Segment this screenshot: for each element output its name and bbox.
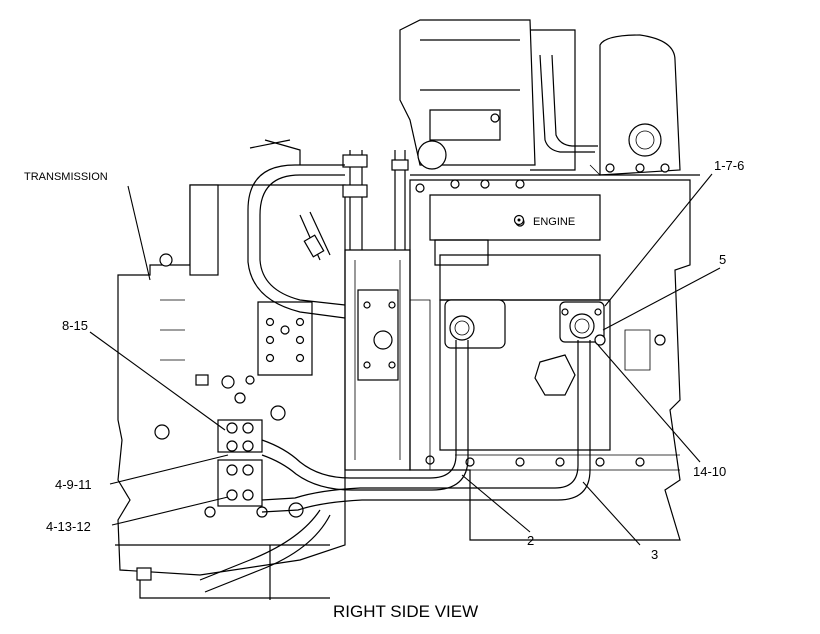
bell-housing <box>344 249 431 471</box>
upper-components <box>399 19 700 193</box>
leader-transmission <box>127 185 151 281</box>
valve-block <box>217 419 263 507</box>
leader-4-13-12 <box>111 496 229 526</box>
leader-14-10 <box>597 344 701 463</box>
callout-2: 2 <box>527 533 534 548</box>
engine-badge-icon <box>513 214 525 226</box>
leader-5 <box>602 267 721 331</box>
leader-8-15 <box>89 331 226 431</box>
callout-8-15: 8-15 <box>62 318 88 333</box>
leader-3 <box>582 481 641 546</box>
leader-2 <box>461 474 531 533</box>
caption-right-side-view: RIGHT SIDE VIEW <box>333 602 478 621</box>
transmission-housing <box>115 184 346 600</box>
engine-block <box>409 179 691 541</box>
leader-1-7-6 <box>604 173 713 307</box>
callout-4-13-12: 4-13-12 <box>46 519 91 534</box>
leader-4-9-11 <box>109 454 229 485</box>
upper-hoses <box>247 139 409 319</box>
callout-4-9-11: 4-9-11 <box>55 477 92 492</box>
label-engine: ENGINE <box>533 216 575 228</box>
callout-3: 3 <box>651 547 658 562</box>
label-transmission: TRANSMISSION <box>24 171 108 183</box>
callout-5: 5 <box>719 252 726 267</box>
callout-14-10: 14-10 <box>693 464 726 479</box>
callout-1-7-6: 1-7-6 <box>714 158 744 173</box>
hydraulic-lines <box>199 340 591 593</box>
